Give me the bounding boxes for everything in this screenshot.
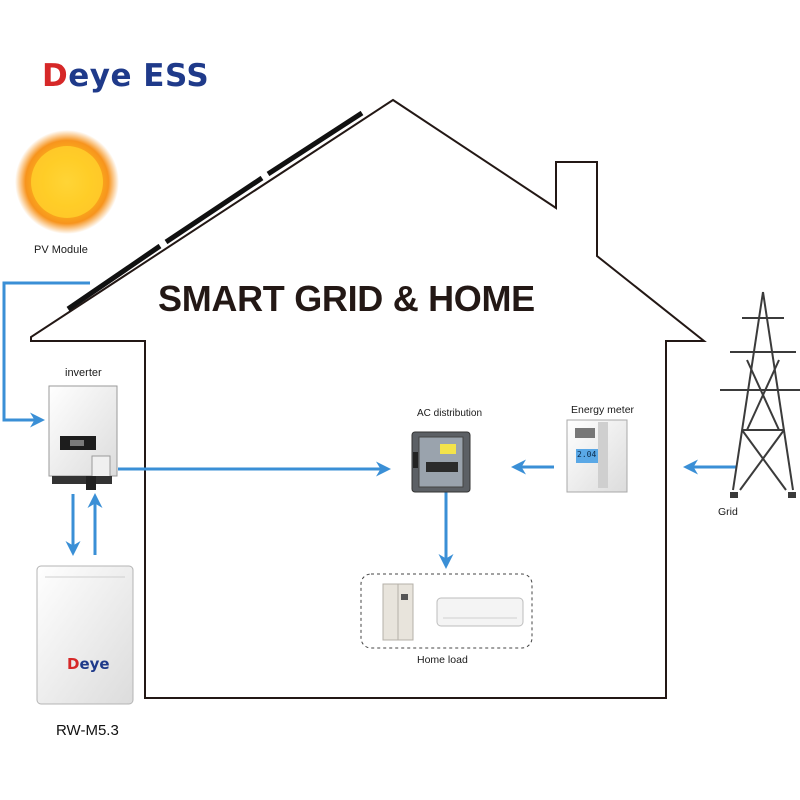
power-flow-lines [2, 281, 736, 569]
home-load-box [360, 573, 533, 649]
home-load-label: Home load [417, 654, 468, 666]
battery-model-label: RW-M5.3 [56, 722, 119, 739]
house-outline [30, 98, 707, 699]
inverter-label: inverter [65, 367, 102, 379]
brand-logo: Deye ESS [42, 58, 210, 94]
air-conditioner-icon [436, 597, 524, 627]
solar-panels [66, 110, 364, 312]
pv-module-label: PV Module [34, 244, 88, 256]
grid-label: Grid [718, 506, 738, 518]
ac-distribution-device [411, 431, 471, 493]
sun-icon [15, 130, 119, 234]
pv-to-inverter-line [2, 281, 90, 428]
meter-display-readout: 2.04 [577, 450, 597, 459]
energy-meter-device [566, 419, 628, 493]
inverter-device [48, 385, 118, 490]
fridge-icon [382, 583, 414, 641]
power-tower-icon [720, 291, 800, 491]
ac-distribution-label: AC distribution [417, 408, 483, 419]
battery-logo: Deye [67, 655, 110, 673]
energy-meter-label: Energy meter [571, 404, 635, 416]
tower-insulators [730, 492, 796, 498]
diagram-title: SMART GRID & HOME [158, 278, 535, 319]
battery-device [36, 565, 134, 705]
